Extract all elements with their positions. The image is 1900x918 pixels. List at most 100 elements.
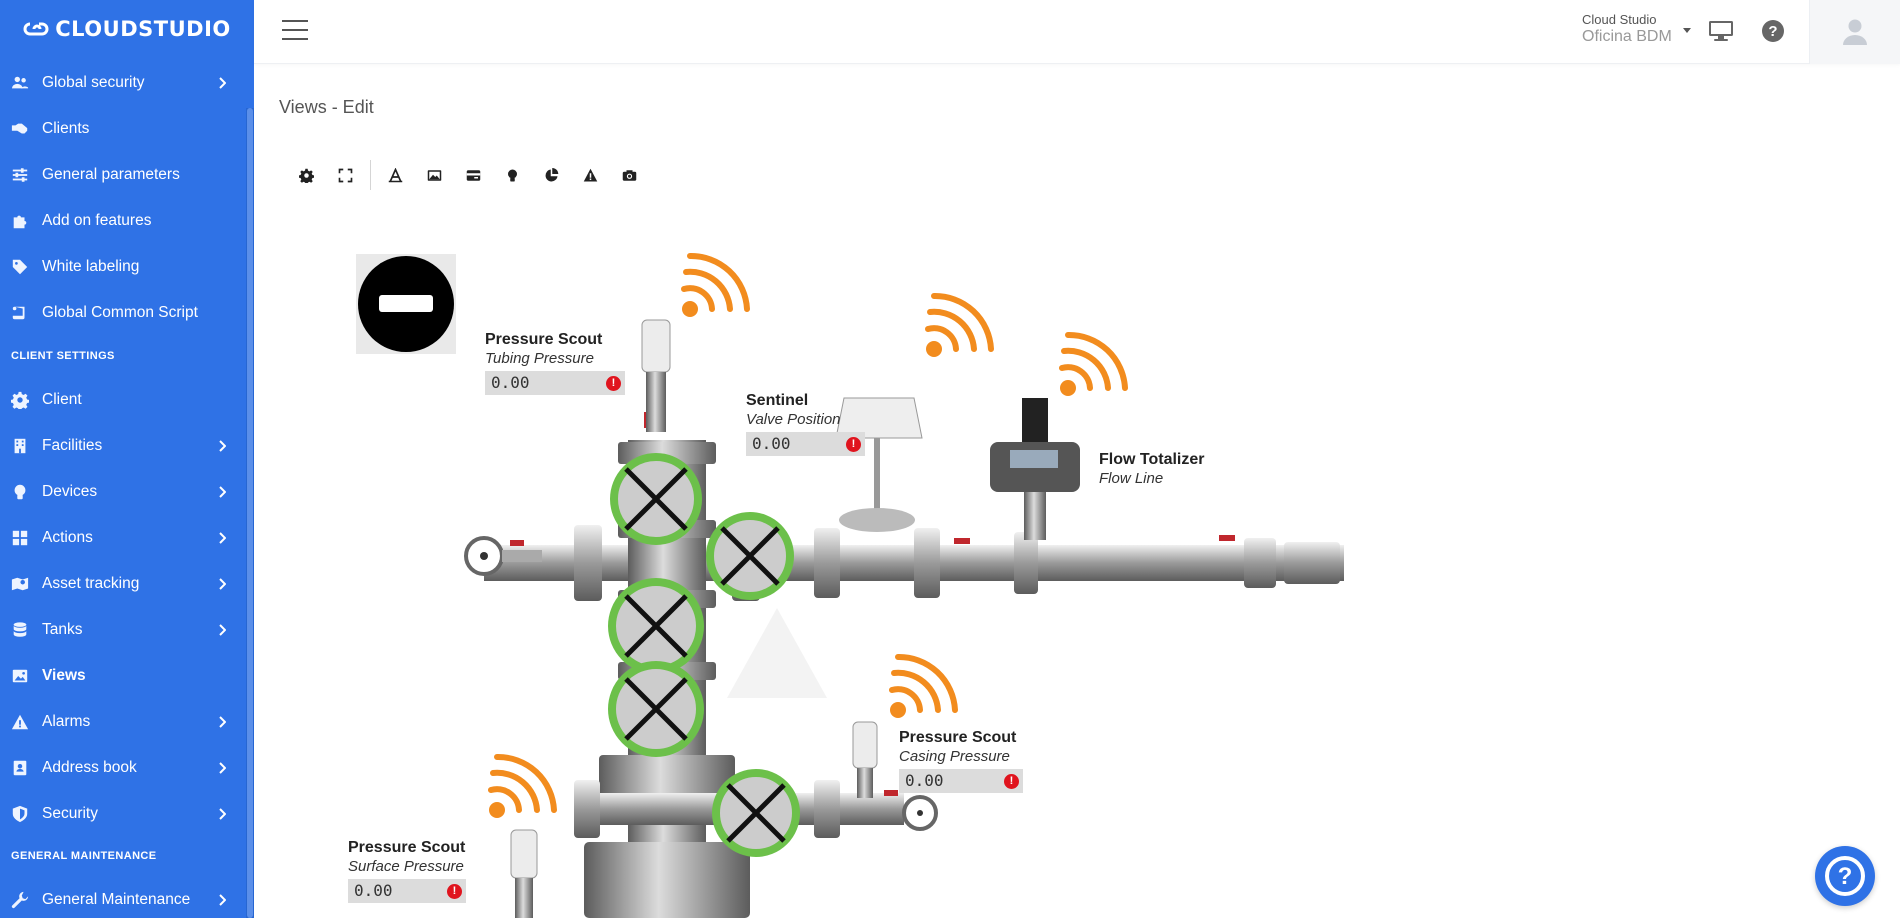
view-canvas[interactable]: Pressure Scout Tubing Pressure 0.00! Sen… [254,210,1900,918]
topbar: Cloud Studio Oficina BDM ? [254,0,1900,64]
sidebar-item-general-parameters[interactable]: General parameters [0,152,246,198]
question-circle-icon: ? [1825,856,1865,896]
widget-casing-pressure[interactable]: Pressure Scout Casing Pressure 0.00! [899,729,1023,793]
image-icon [10,666,30,686]
widget-tubing-pressure[interactable]: Pressure Scout Tubing Pressure 0.00! [485,331,625,395]
sidebar-scrollbar[interactable] [246,108,254,918]
camera-tool-button[interactable] [619,165,639,185]
user-avatar-button[interactable] [1809,0,1900,64]
widget-value: 0.00! [746,432,865,456]
puzzle-icon [10,211,30,231]
remove-element-button[interactable] [356,254,456,354]
database-icon [10,620,30,640]
image-tool-button[interactable] [424,165,444,185]
warning-icon [583,168,597,181]
widget-flow-line[interactable]: Flow Totalizer Flow Line [1099,451,1204,487]
sidebar-item-asset-tracking[interactable]: Asset tracking [0,561,246,607]
alarm-tool-button[interactable] [580,165,600,185]
widget-surface-pressure[interactable]: Pressure Scout Surface Pressure 0.00! [348,839,466,903]
fullscreen-icon [338,168,352,182]
scroll-icon [10,303,30,323]
sidebar-item-facilities[interactable]: Facilities [0,423,246,469]
sidebar-item-devices[interactable]: Devices [0,469,246,515]
sidebar-item-global-security[interactable]: Global security [0,60,246,106]
editor-toolbar [296,160,639,190]
sidebar-item-address-book[interactable]: Address book [0,745,246,791]
org-label: Cloud Studio [1582,12,1657,27]
widget-subtitle: Valve Position [746,411,841,428]
sidebar-item-alarms[interactable]: Alarms [0,699,246,745]
toolbar-divider [370,160,371,190]
widget-subtitle: Casing Pressure [899,748,1010,765]
monitor-icon[interactable] [1707,18,1735,44]
sidebar-item-security[interactable]: Security [0,791,246,837]
chart-tool-button[interactable] [541,165,561,185]
error-icon: ! [447,884,462,899]
floating-help-button[interactable]: ? [1815,846,1875,906]
warning-icon [10,712,30,732]
valve-wing [706,512,794,600]
sidebar-item-label: Address book [42,759,137,776]
brand-logo[interactable]: CLOUDSTUDIO [0,0,254,58]
sidebar-item-label: Asset tracking [42,575,140,592]
error-icon: ! [606,376,621,391]
sidebar-item-label: General parameters [42,166,180,183]
sidebar-item-global-common-script[interactable]: Global Common Script [0,290,246,336]
sidebar-item-add-on-features[interactable]: Add on features [0,198,246,244]
organization-selector[interactable]: Cloud Studio Oficina BDM [1582,12,1691,46]
sidebar-item-label: Client [42,391,82,408]
help-icon[interactable]: ? [1759,18,1787,44]
pressure-sensor-casing [852,721,878,798]
user-icon [1843,19,1867,45]
gear-icon [10,390,30,410]
widget-valve-position[interactable]: Sentinel Valve Position 0.00! [746,392,865,456]
sidebar-item-clients[interactable]: Clients [0,106,246,152]
section-general-maintenance: GENERAL MAINTENANCE [11,850,157,862]
wellhead-diagram [464,252,1344,918]
valve-casing [712,769,800,857]
sidebar-item-label: Tanks [42,621,83,638]
chevron-right-icon [218,623,227,636]
widget-value: 0.00! [485,371,625,395]
settings-tool-button[interactable] [296,165,316,185]
signal-icon-tubing [681,252,750,317]
signal-icon-surface [488,753,557,818]
sidebar-item-actions[interactable]: Actions [0,515,246,561]
lightbulb-icon [10,482,30,502]
fullscreen-tool-button[interactable] [335,165,355,185]
chevron-right-icon [218,577,227,590]
menu-toggle-button[interactable] [282,20,308,40]
svg-text:?: ? [1838,863,1853,890]
page-title: Views - Edit [279,97,374,117]
gear-icon [298,168,314,183]
widget-title: Pressure Scout [899,729,1017,746]
users-icon [10,73,30,93]
text-tool-button[interactable] [385,165,405,185]
sidebar-item-label: Security [42,805,98,822]
camera-icon [622,169,636,181]
grid-icon [10,528,30,548]
chevron-right-icon [218,531,227,544]
card-tool-button[interactable] [463,165,483,185]
sidebar-item-label: Alarms [42,713,91,730]
sidebar-item-white-labeling[interactable]: White labeling [0,244,246,290]
chevron-right-icon [218,761,227,774]
signal-icon-casing [889,653,958,718]
signal-icon-sentinel [925,292,994,357]
widget-value: 0.00! [348,879,466,903]
sidebar-item-label: Clients [42,120,90,137]
scrollbar-thumb[interactable] [247,108,253,918]
widget-subtitle: Tubing Pressure [485,350,594,367]
device-tool-button[interactable] [502,165,522,185]
tag-icon [10,257,30,277]
sidebar-item-label: Add on features [42,212,152,229]
value-text: 0.00 [491,373,530,392]
org-name: Oficina BDM [1582,28,1672,45]
minus-circle-icon [358,256,454,352]
sidebar-item-client[interactable]: Client [0,377,246,423]
sidebar-item-general-maintenance[interactable]: General Maintenance [0,877,246,918]
sidebar-item-views[interactable]: Views [0,653,246,699]
chevron-right-icon [218,485,227,498]
sidebar-item-tanks[interactable]: Tanks [0,607,246,653]
value-text: 0.00 [354,881,393,900]
